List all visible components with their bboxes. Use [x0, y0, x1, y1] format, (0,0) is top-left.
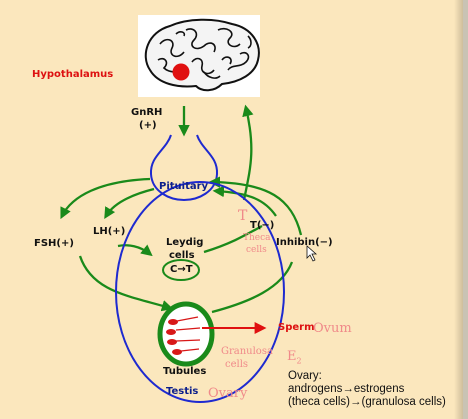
ovary-note-line2: androgens→estrogens [288, 383, 405, 395]
inhibin-feedback-arrow [208, 176, 303, 236]
leydig-cells-label: cells [169, 250, 195, 261]
overlay-t-label: T [238, 208, 248, 224]
lh-to-leydig-arc [117, 244, 153, 257]
t-minus-label: T(−) [250, 220, 275, 231]
lh-arrow [104, 187, 155, 219]
hypothalamus-label: Hypothalamus [32, 69, 114, 80]
tubule-cross-section [157, 301, 215, 367]
testis-label: Testis [166, 386, 199, 397]
brain-illustration [138, 15, 260, 97]
ovary-note-line3: (theca cells)→(granulosa cells) [288, 396, 446, 408]
pituitary-stalk [149, 134, 219, 202]
granulosa-label: Granulosa [221, 346, 273, 357]
e2-label: E2 [287, 349, 302, 366]
fsh-label: FSH(+) [34, 238, 74, 249]
theca-label: Theca [243, 233, 271, 243]
tubules-label: Tubules [163, 366, 207, 377]
leydig-label: Leydig [166, 237, 204, 248]
fsh-arrow [60, 177, 151, 220]
gnrh-sign-label: (+) [139, 120, 157, 131]
hypothalamus-marker [172, 63, 190, 81]
sperm-label: Sperm [278, 322, 315, 333]
leydig-to-t-arc [203, 224, 263, 254]
theca-cells-label: cells [246, 245, 267, 255]
leydig-c-to-t-oval [162, 259, 200, 281]
t-feedback-arrow [242, 104, 254, 201]
t-feedback-lower-arrow [212, 185, 277, 217]
mouse-cursor-icon [306, 245, 318, 262]
pituitary-label: Pituitary [159, 181, 209, 192]
ovary-label: Ovary [208, 386, 248, 401]
granulosa-cells-label: cells [225, 359, 249, 370]
ovary-note: Ovary: androgens→estrogens (theca cells)… [288, 370, 446, 409]
testis-outline [115, 181, 285, 403]
feedback-arrows [60, 104, 303, 314]
c-to-t-label: C→T [170, 264, 193, 275]
lh-label: LH(+) [93, 226, 126, 237]
inhibin-label: Inhibin(−) [276, 237, 333, 248]
tubules-to-inhibin-arc [211, 261, 294, 314]
ovary-note-line1: Ovary: [288, 370, 322, 382]
fsh-to-testis-arc [78, 255, 174, 312]
gnrh-label: GnRH [131, 107, 163, 118]
window-edge [463, 0, 468, 419]
ovum-label: Ovum [313, 321, 352, 336]
